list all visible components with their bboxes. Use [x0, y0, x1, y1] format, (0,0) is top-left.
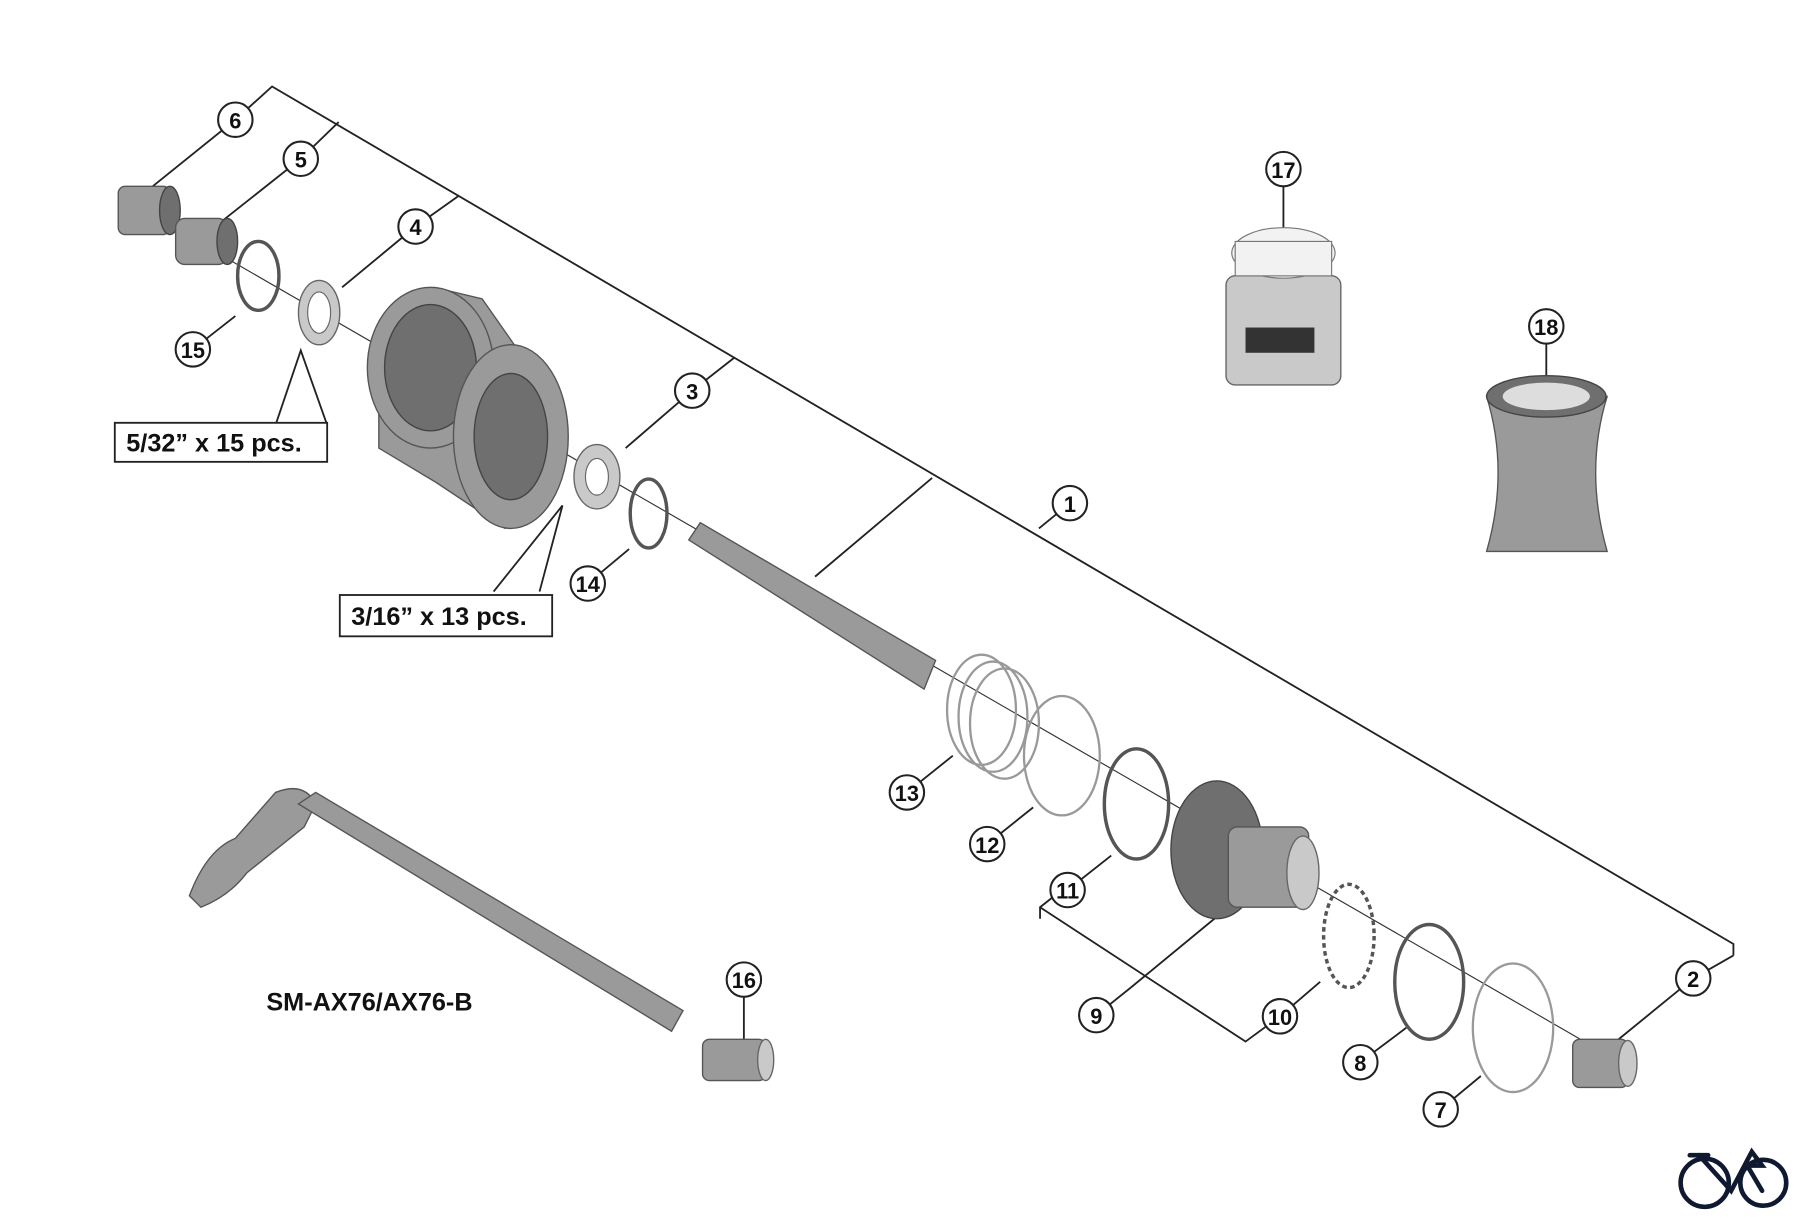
- svg-text:18: 18: [1534, 315, 1558, 340]
- part-4-ball-retainer: [297, 279, 341, 346]
- callout-12: 12: [968, 825, 1006, 863]
- svg-text:5: 5: [295, 147, 307, 172]
- svg-text:8: 8: [1354, 1051, 1366, 1076]
- callout-14: 14: [569, 565, 607, 602]
- svg-text:5/32” x 15 pcs.: 5/32” x 15 pcs.: [126, 430, 301, 458]
- bicycle-logo: [1678, 1147, 1789, 1210]
- callout-16: 16: [725, 961, 763, 998]
- svg-text:2: 2: [1687, 967, 1699, 992]
- svg-text:6: 6: [229, 108, 241, 133]
- svg-text:13: 13: [895, 781, 919, 806]
- callout-7: 7: [1422, 1091, 1459, 1128]
- part-2-end-cap: [1572, 1038, 1638, 1089]
- svg-text:17: 17: [1271, 158, 1295, 183]
- part-6-end-cap: [117, 185, 181, 236]
- svg-text:3/16” x 13 pcs.: 3/16” x 13 pcs.: [351, 603, 526, 631]
- callout-15: 15: [174, 331, 212, 368]
- callout-8: 8: [1342, 1043, 1379, 1081]
- ball-count-label-right: 3/16” x 13 pcs.: [338, 594, 554, 638]
- callout-4: 4: [397, 208, 434, 245]
- part-9-freehub-body: [1170, 780, 1320, 920]
- svg-text:11: 11: [1056, 879, 1079, 904]
- svg-text:1: 1: [1064, 492, 1076, 517]
- svg-text:9: 9: [1090, 1004, 1102, 1029]
- part-5-cone: [174, 217, 239, 266]
- callout-13: 13: [888, 774, 926, 811]
- callout-9: 9: [1078, 996, 1115, 1034]
- part-18-tool-spacer: [1485, 375, 1609, 553]
- part-13-spring: [945, 653, 1041, 780]
- part-1-hub-axle: [687, 521, 937, 691]
- thru-axle: [188, 787, 684, 1033]
- callout-11: 11: [1049, 871, 1086, 909]
- svg-text:16: 16: [732, 968, 756, 993]
- part-11-ring: [1102, 747, 1171, 861]
- part-hub-shell: [366, 286, 569, 530]
- callout-18: 18: [1528, 308, 1565, 345]
- part-10-ratchet: [1321, 882, 1376, 990]
- callout-6: 6: [217, 101, 254, 139]
- axle-model-label: SM-AX76/AX76-B: [266, 989, 472, 1017]
- part-16-nut: [701, 1038, 775, 1082]
- svg-text:12: 12: [975, 833, 999, 858]
- part-14-washer: [628, 477, 669, 550]
- callout-3: 3: [673, 372, 711, 409]
- part-3-ball-retainer: [573, 443, 621, 510]
- callout-17: 17: [1265, 150, 1302, 188]
- callout-2: 2: [1674, 960, 1712, 997]
- callout-5: 5: [282, 140, 320, 178]
- ball-count-label-left: 5/32” x 15 pcs.: [113, 421, 329, 463]
- part-8-washer: [1393, 922, 1466, 1041]
- svg-text:10: 10: [1268, 1005, 1292, 1030]
- part-7-seal: [1471, 962, 1555, 1094]
- callout-1: 1: [1051, 484, 1089, 522]
- svg-text:3: 3: [686, 379, 698, 404]
- svg-text:15: 15: [181, 338, 205, 363]
- svg-text:7: 7: [1435, 1098, 1447, 1123]
- part-15-washer: [235, 239, 281, 313]
- svg-text:4: 4: [409, 215, 421, 240]
- part-17-grease: [1225, 227, 1342, 386]
- part-12-seal: [1022, 694, 1101, 817]
- callout-10: 10: [1261, 998, 1299, 1035]
- svg-text:14: 14: [576, 572, 600, 597]
